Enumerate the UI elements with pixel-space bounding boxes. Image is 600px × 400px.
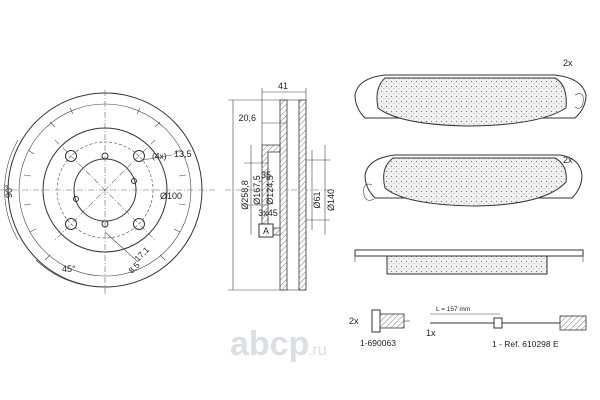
pcd-label: Ø100 <box>160 191 182 201</box>
dia-outer-label: Ø258,8 <box>240 180 250 210</box>
pad-middle-friction-material <box>383 157 567 207</box>
accessory-wear-sensor: L = 157 mm 1x 1 - Ref. 610298 E <box>426 306 587 349</box>
angle-45-label: 45° <box>62 264 76 274</box>
sensor-connector <box>493 317 503 329</box>
height-35-label: 35 <box>261 170 271 180</box>
dia-124-label: Ø124,5 <box>265 175 275 205</box>
accessory-clip: 2x 1-690063 <box>349 309 410 348</box>
bolt-hole <box>133 218 145 230</box>
dia-167-label: Ø167,5 <box>252 175 262 205</box>
hole-dia-label: 13,5 <box>174 149 192 159</box>
brake-pad-top: 2x <box>354 58 587 127</box>
section-plate-inner <box>279 99 288 291</box>
datum-a-box <box>258 223 274 238</box>
holes-count-label: (4x) <box>152 151 167 161</box>
abcp-watermark: abcp .ru <box>230 325 327 363</box>
section-hat <box>261 144 281 236</box>
pad-side-friction-material <box>386 255 548 275</box>
overall-thickness-label: 41 <box>278 81 288 91</box>
brake-pad-side-view <box>354 249 584 275</box>
chamfer-label: 3x45 <box>258 208 278 218</box>
diagonal-centerline-b <box>54 139 156 241</box>
brake-pad-middle: 2x <box>363 154 583 207</box>
pad-side-backing-plate <box>354 249 584 257</box>
locating-hole <box>101 220 109 228</box>
dia-140-label: Ø140 <box>326 189 336 211</box>
clip-qty: 2x <box>349 316 359 326</box>
locating-hole <box>73 196 79 202</box>
watermark-brand: abcp <box>230 325 309 363</box>
disc-front-view: 90° 45° (4x) 13,5 Ø100 17,1 8,5 <box>0 90 215 295</box>
disc-section-view: 41 20,6 Ø258,8 Ø167,5 Ø124,5 35 3x45 Ø61… <box>225 81 336 291</box>
datum-a-label: A <box>263 226 269 236</box>
clip-head <box>371 309 381 333</box>
hole-leader <box>142 154 173 161</box>
watermark-domain: .ru <box>308 342 327 359</box>
dia-61-label: Ø61 <box>312 191 322 208</box>
vent-marks <box>23 107 187 261</box>
pad-top-friction-material <box>376 77 567 127</box>
pad-middle-spring-clip <box>363 183 375 201</box>
pad-middle-qty: 2x <box>563 155 573 165</box>
angle-90-label: 90° <box>4 184 14 198</box>
sensor-ref: 1 - Ref. 610298 E <box>492 339 559 349</box>
bolt-hole <box>65 218 77 230</box>
pad-top-spring-clip <box>574 93 584 109</box>
clip-ref: 1-690063 <box>360 338 396 348</box>
offset-label: 20,6 <box>238 113 256 123</box>
angle-arc-90 <box>4 139 19 241</box>
sensor-length-label: L = 157 mm <box>436 306 470 313</box>
locating-hole <box>131 178 137 184</box>
sensor-qty: 1x <box>426 328 436 338</box>
angle-arc-45 <box>35 259 106 288</box>
bolt-hole <box>133 150 145 162</box>
sensor-head <box>559 315 587 331</box>
bolt-hole <box>65 150 77 162</box>
locating-hole <box>101 152 109 160</box>
clip-body <box>379 313 405 329</box>
hub-leader <box>104 231 139 263</box>
pad-top-qty: 2x <box>563 58 573 68</box>
section-plate-outer <box>298 99 307 291</box>
